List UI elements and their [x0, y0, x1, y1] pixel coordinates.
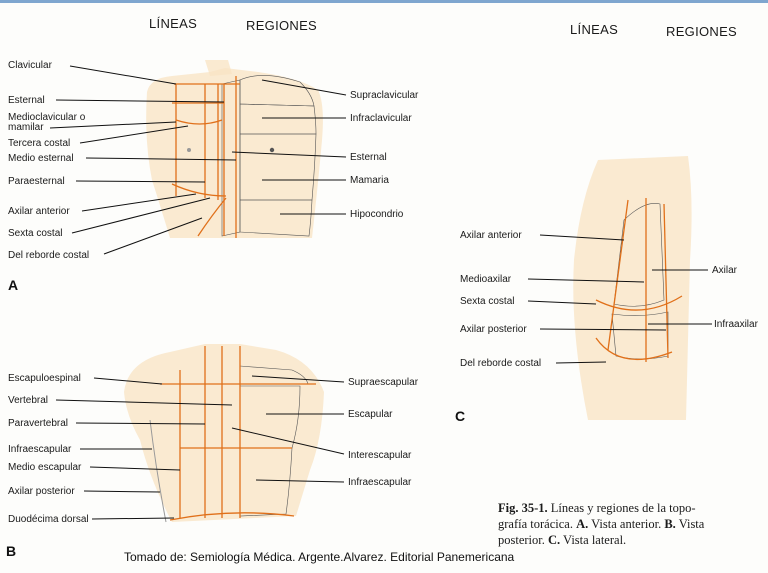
- label-hipocondrio: Hipocondrio: [350, 209, 404, 220]
- panel-b-region-labels: Supraescapular Escapular Interescapular …: [231, 375, 419, 488]
- label-mamaria: Mamaria: [350, 175, 389, 186]
- label-supraescapular: Supraescapular: [348, 377, 419, 388]
- label-infraescapular-line: Infraescapular: [8, 444, 72, 455]
- label-infraaxilar: Infraaxilar: [714, 319, 759, 330]
- caption-a: A.: [576, 517, 589, 531]
- label-sexta-costal-c: Sexta costal: [460, 296, 514, 307]
- label-supraclavicular: Supraclavicular: [350, 90, 419, 101]
- label-paravertebral: Paravertebral: [8, 418, 68, 429]
- caption-fig-label: Fig. 35-1.: [498, 501, 548, 515]
- panel-a-line-labels: Clavicular Esternal Medioclavicular o ma…: [8, 60, 237, 261]
- panel-a-lines-header: LÍNEAS: [149, 16, 197, 31]
- label-sexta-costal: Sexta costal: [8, 228, 62, 239]
- panel-c-reference-lines: [595, 198, 683, 362]
- caption-a-text: Vista anterior.: [588, 517, 665, 531]
- label-clavicular: Clavicular: [8, 60, 53, 71]
- panel-a-reference-lines: [171, 76, 240, 238]
- panel-b-line-labels: Escapuloespinal Vertebral Paravertebral …: [8, 373, 233, 525]
- region-hipocondrio: [239, 199, 313, 237]
- label-reborde-costal-c: Del reborde costal: [460, 358, 541, 369]
- label-infraescapular-region: Infraescapular: [348, 477, 412, 488]
- label-axilar-region: Axilar: [712, 265, 738, 276]
- panel-b-letter: B: [6, 543, 16, 559]
- label-interescapular: Interescapular: [348, 450, 412, 461]
- region-infraescapular: [239, 447, 293, 517]
- panel-b-reference-lines: [149, 346, 316, 523]
- panel-c-torso: [573, 156, 692, 420]
- top-border: [0, 0, 768, 3]
- region-supraclavicular: [239, 75, 315, 107]
- caption-c: C.: [548, 533, 561, 547]
- label-medio-escapular: Medio escapular: [8, 462, 82, 473]
- label-medioclavicular: Medioclavicular o: [8, 112, 86, 123]
- panel-c-letter: C: [455, 408, 465, 424]
- panel-a-regions-header: REGIONES: [246, 18, 317, 33]
- panel-c: LÍNEAS REGIONES Axilar anterior Medioaxi…: [455, 22, 759, 424]
- label-axilar-anterior-c: Axilar anterior: [460, 230, 522, 241]
- label-axilar-posterior-c: Axilar posterior: [460, 324, 527, 335]
- panel-c-region-labels: Axilar Infraaxilar: [648, 265, 759, 330]
- caption-b-text-1: Vista: [675, 517, 705, 531]
- panel-a-letter: A: [8, 277, 18, 293]
- panel-b-torso: [124, 344, 324, 522]
- panel-a-region-labels: Supraclavicular Infraclavicular Esternal…: [231, 79, 419, 220]
- label-escapuloespinal: Escapuloespinal: [8, 373, 81, 384]
- source-credit: Tomado de: Semiología Médica. Argente.Al…: [124, 550, 515, 564]
- region-axilar: [613, 203, 665, 307]
- caption-b-text-2: posterior.: [498, 533, 548, 547]
- label-vertebral: Vertebral: [8, 395, 48, 406]
- figure-caption: Fig. 35-1. Líneas y regiones de la topo-…: [498, 500, 766, 548]
- caption-c-text: Vista lateral.: [560, 533, 627, 547]
- panel-a-neck: [205, 60, 232, 76]
- panel-b: Escapuloespinal Vertebral Paravertebral …: [6, 344, 419, 559]
- label-esternal-region: Esternal: [350, 152, 387, 163]
- panel-a-torso: [146, 68, 323, 238]
- panel-c-lines-header: LÍNEAS: [570, 22, 618, 37]
- label-medioaxilar: Medioaxilar: [460, 274, 512, 285]
- label-axilar-posterior-b: Axilar posterior: [8, 486, 75, 497]
- panel-a: LÍNEAS REGIONES: [8, 16, 419, 293]
- nipple-right: [269, 147, 275, 153]
- panel-c-line-labels: Axilar anterior Medioaxilar Sexta costal…: [460, 230, 667, 369]
- panel-c-regions-header: REGIONES: [666, 24, 737, 39]
- label-escapular: Escapular: [348, 409, 393, 420]
- label-esternal-line: Esternal: [8, 95, 45, 106]
- caption-b: B.: [664, 517, 676, 531]
- caption-text-2: grafía torácica.: [498, 517, 577, 531]
- label-infraclavicular: Infraclavicular: [350, 113, 412, 124]
- nipple-left: [187, 148, 191, 152]
- label-duodecima-dorsal: Duodécima dorsal: [8, 514, 89, 525]
- label-axilar-anterior: Axilar anterior: [8, 206, 70, 217]
- label-reborde-costal-a: Del reborde costal: [8, 250, 89, 261]
- caption-text-1: Líneas y regiones de la topo-: [547, 501, 696, 515]
- label-mamilar: mamilar: [8, 122, 44, 133]
- label-paraesternal: Paraesternal: [8, 176, 65, 187]
- label-tercera-costal: Tercera costal: [8, 138, 70, 149]
- label-medio-esternal: Medio esternal: [8, 153, 74, 164]
